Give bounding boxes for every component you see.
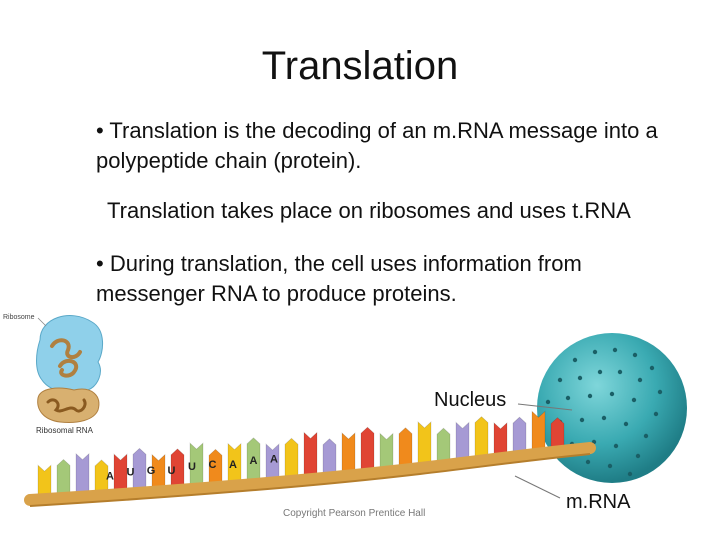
nuclear-pore: [643, 433, 649, 439]
nuclear-pore: [557, 377, 563, 383]
codon-base-letter: A: [106, 471, 114, 483]
slide-title: Translation: [261, 44, 459, 88]
nuclear-pore: [592, 349, 598, 355]
nucleotide-base: [75, 452, 90, 497]
nucleotide-base: [436, 427, 451, 463]
nuclear-pore: [637, 377, 643, 383]
mrna-label: m.RNA: [566, 491, 631, 513]
nuclear-pore: [572, 357, 578, 363]
nucleotide-base: [113, 453, 128, 493]
nucleotide-base: [322, 438, 337, 474]
ribosome-icon: [36, 315, 103, 423]
bullet-translation-definition: • Translation is the decoding of an m.RN…: [96, 118, 658, 173]
nucleotide-base: [455, 421, 470, 461]
nuclear-pore: [623, 421, 629, 427]
copyright-notice: Copyright Pearson Prentice Hall: [283, 508, 426, 519]
codon-base-letter: C: [209, 459, 217, 471]
nucleus-leader-line: [517, 403, 573, 411]
nucleotide-base: [341, 432, 356, 472]
line-ribosomes-trna: Translation takes place on ribosomes and…: [107, 198, 631, 223]
codon-base-letter: U: [188, 461, 196, 473]
codon-base-letter: G: [147, 465, 156, 477]
nuclear-pore: [653, 411, 659, 417]
nuclear-pore: [657, 389, 663, 395]
nucleotide-base: [360, 426, 375, 470]
nuclear-pore: [617, 369, 623, 375]
nuclear-pore: [632, 352, 638, 358]
bullet-cell-uses-mrna: • During translation, the cell uses info…: [96, 251, 582, 306]
nuclear-pore: [609, 391, 615, 397]
nuclear-pore: [627, 471, 633, 477]
codon-base-letter: U: [168, 465, 176, 477]
nucleotide-base: [398, 427, 413, 467]
mrna-leader-line: [514, 475, 561, 499]
nucleotide-base: [284, 437, 299, 477]
nucleus-label: Nucleus: [434, 389, 507, 411]
nuclear-pore: [612, 347, 618, 353]
nuclear-pore: [579, 417, 585, 423]
nuclear-pore: [597, 369, 603, 375]
nucleotide-base: [303, 431, 318, 475]
nuclear-pore: [649, 365, 655, 371]
nucleotide-base: [474, 416, 489, 460]
nuclear-pore: [601, 415, 607, 421]
nuclear-pore: [635, 453, 641, 459]
codon-base-letter: U: [127, 467, 135, 479]
nucleus-sphere: [537, 333, 687, 483]
codon-base-letter: A: [229, 459, 237, 471]
nuclear-pore: [613, 443, 619, 449]
nuclear-pore: [631, 397, 637, 403]
nuclear-pore: [577, 375, 583, 381]
nuclear-pore: [545, 399, 551, 405]
nucleotide-base: [417, 421, 432, 465]
ribosome-label: Ribosome: [3, 314, 35, 321]
nuclear-pore: [565, 395, 571, 401]
nucleotide-base: [379, 432, 394, 468]
codon-base-letter: A: [250, 455, 258, 467]
ribosomal-rna-label: Ribosomal RNA: [36, 426, 93, 435]
nucleotide-base: [132, 447, 147, 491]
codon-base-letter: A: [270, 453, 278, 465]
nuclear-pore: [607, 463, 613, 469]
nuclear-pore: [587, 393, 593, 399]
nuclear-pore: [585, 459, 591, 465]
